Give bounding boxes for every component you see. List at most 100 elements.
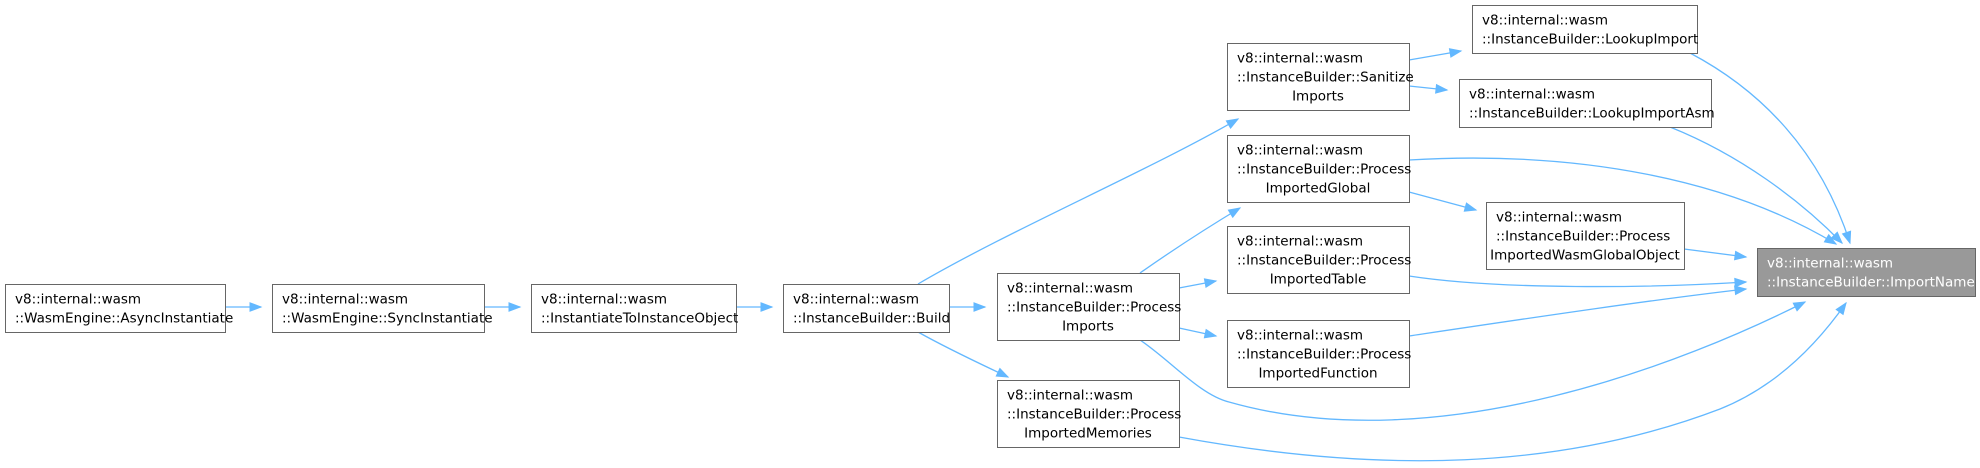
edge-i2i-to-build [736, 302, 774, 312]
edge-arrowhead [1203, 328, 1218, 339]
node-label-line: ::InstanceBuilder::LookupImport [1482, 32, 1698, 48]
node-importname[interactable]: v8::internal::wasm::InstanceBuilder::Imp… [1757, 248, 1976, 297]
edge-arrowhead [1835, 301, 1847, 316]
node-label-line: ::InstantiateToInstanceObject [541, 311, 738, 327]
edge-arrowhead [1792, 301, 1807, 312]
edge-arrowhead [1227, 207, 1242, 219]
edge-line [1139, 301, 1806, 421]
node-label-line: ::InstanceBuilder::Process [1496, 229, 1670, 245]
node-label-line: ::InstanceBuilder::Process [1007, 407, 1181, 423]
edge-arrowhead [249, 302, 263, 312]
node-i2i[interactable]: v8::internal::wasm::InstantiateToInstanc… [531, 284, 739, 333]
node-box [272, 284, 485, 333]
node-sanitize[interactable]: v8::internal::wasm::InstanceBuilder::San… [1227, 43, 1414, 111]
edge-build-to-pmem [917, 331, 1010, 378]
node-pwasmglobal[interactable]: v8::internal::wasm::InstanceBuilder::Pro… [1486, 202, 1685, 270]
node-box [531, 284, 737, 333]
edge-arrowhead [1830, 231, 1843, 244]
edge-line [1178, 302, 1847, 462]
node-label-line: ::InstanceBuilder::Build [793, 311, 950, 327]
node-label-line: v8::internal::wasm [1007, 388, 1133, 404]
node-pfunc[interactable]: v8::internal::wasm::InstanceBuilder::Pro… [1227, 320, 1412, 388]
node-lookup[interactable]: v8::internal::wasm::InstanceBuilder::Loo… [1472, 5, 1699, 54]
edge-arrowhead [760, 302, 774, 312]
edge-line [1689, 52, 1851, 244]
edge-pimports-to-pfunc [1178, 327, 1218, 339]
node-label-line: ImportedFunction [1258, 366, 1377, 382]
node-box [1227, 43, 1410, 111]
node-label-line: ::InstanceBuilder::ImportName [1767, 275, 1975, 291]
node-label-line: Imports [1292, 89, 1344, 105]
node-label-line: v8::internal::wasm [541, 292, 667, 308]
edges-layer [225, 48, 1852, 462]
edge-line [1669, 126, 1843, 244]
edge-pfunc-to-importname [1408, 285, 1748, 337]
edge-arrowhead [1435, 83, 1449, 94]
node-label-line: v8::internal::wasm [1496, 210, 1622, 226]
edge-pimports-to-importname [1139, 301, 1807, 421]
node-label-line: v8::internal::wasm [1469, 87, 1595, 103]
node-label-line: ImportedWasmGlobalObject [1490, 248, 1680, 264]
edge-sync-to-i2i [484, 302, 522, 312]
node-ptable[interactable]: v8::internal::wasm::InstanceBuilder::Pro… [1227, 226, 1412, 294]
node-lookupasm[interactable]: v8::internal::wasm::InstanceBuilder::Loo… [1459, 79, 1715, 128]
edge-arrowhead [1823, 233, 1838, 245]
edge-arrowhead [508, 302, 522, 312]
edge-sanitize-to-lookupasm [1408, 83, 1449, 94]
edge-line [1408, 191, 1477, 211]
node-box [1459, 79, 1712, 128]
node-pglobal[interactable]: v8::internal::wasm::InstanceBuilder::Pro… [1227, 135, 1412, 203]
edge-arrowhead [1733, 250, 1748, 261]
edge-arrowhead [1841, 230, 1852, 245]
edge-build-to-sanitize [917, 118, 1240, 285]
edge-lookupasm-to-importname [1669, 126, 1843, 244]
node-label-line: ::WasmEngine::SyncInstantiate [282, 311, 493, 327]
node-label-line: v8::internal::wasm [1237, 51, 1363, 67]
node-box [1486, 202, 1685, 270]
edge-sanitize-to-lookup [1408, 48, 1463, 61]
node-label-line: ImportedGlobal [1266, 181, 1371, 197]
edge-pglobal-to-pwasmglobal [1408, 191, 1478, 212]
node-label-line: v8::internal::wasm [1482, 13, 1608, 29]
edge-pmem-to-importname [1178, 301, 1847, 462]
edge-arrowhead [973, 302, 987, 312]
node-label-line: ::InstanceBuilder::LookupImportAsm [1469, 106, 1715, 122]
node-label-line: v8::internal::wasm [1767, 256, 1893, 272]
node-async[interactable]: v8::internal::wasm::WasmEngine::AsyncIns… [5, 284, 234, 333]
edge-arrowhead [1734, 277, 1748, 288]
node-label-line: ::InstanceBuilder::Process [1007, 300, 1181, 316]
edge-pimports-to-ptable [1178, 278, 1218, 289]
node-box [1227, 226, 1410, 294]
node-label-line: ::InstanceBuilder::Process [1237, 347, 1411, 363]
edge-line [917, 118, 1239, 285]
edge-build-to-pimports [949, 302, 987, 312]
node-box [997, 273, 1180, 341]
node-label-line: ::InstanceBuilder::Process [1237, 162, 1411, 178]
node-pimports[interactable]: v8::internal::wasm::InstanceBuilder::Pro… [997, 273, 1182, 341]
node-label-line: ImportedMemories [1024, 426, 1152, 442]
node-label-line: v8::internal::wasm [282, 292, 408, 308]
edge-line [1139, 207, 1241, 274]
node-label-line: v8::internal::wasm [15, 292, 141, 308]
node-label-line: v8::internal::wasm [1237, 328, 1363, 344]
edge-line [917, 331, 1009, 378]
edge-line [1408, 275, 1747, 288]
node-label-line: ::WasmEngine::AsyncInstantiate [15, 311, 233, 327]
node-box [1757, 248, 1976, 297]
node-label-line: ::InstanceBuilder::Process [1237, 253, 1411, 269]
edge-arrowhead [1225, 118, 1240, 130]
edge-line [1408, 157, 1837, 245]
node-box [1227, 320, 1410, 388]
node-label-line: v8::internal::wasm [793, 292, 919, 308]
node-sync[interactable]: v8::internal::wasm::WasmEngine::SyncInst… [272, 284, 493, 333]
node-box [1472, 5, 1698, 54]
edge-line [1408, 288, 1747, 337]
node-pmem[interactable]: v8::internal::wasm::InstanceBuilder::Pro… [997, 380, 1182, 448]
node-build[interactable]: v8::internal::wasm::InstanceBuilder::Bui… [783, 284, 951, 333]
node-label-line: v8::internal::wasm [1237, 143, 1363, 159]
edge-pimports-to-pglobal [1139, 207, 1242, 274]
node-box [997, 380, 1180, 448]
node-label-line: v8::internal::wasm [1237, 234, 1363, 250]
edge-arrowhead [1203, 278, 1218, 288]
